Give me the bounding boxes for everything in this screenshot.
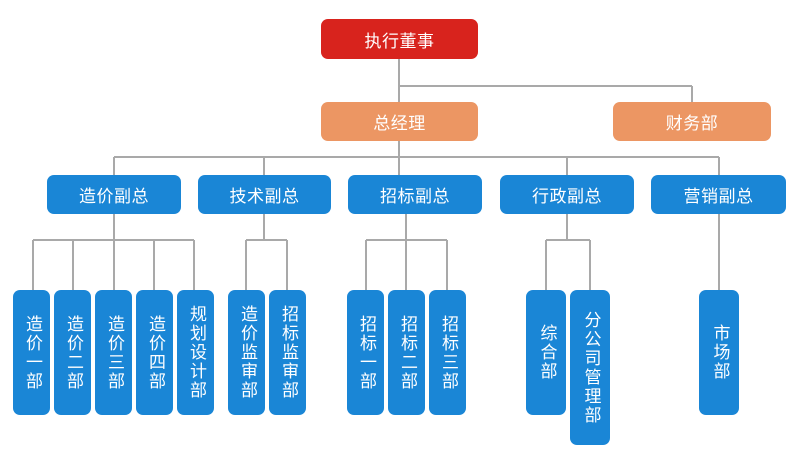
- node-label: 招标副总: [380, 187, 450, 207]
- node-branch-mgmt-dept: 分公司管理部: [570, 290, 610, 445]
- node-cost-audit-dept: 造价监审部: [228, 290, 265, 415]
- node-label: 市场部: [709, 324, 730, 381]
- node-executive-director: 执行董事: [321, 19, 478, 59]
- node-label: 造价三部: [104, 314, 124, 391]
- node-label: 造价二部: [63, 314, 83, 391]
- node-bid-dept-1: 招标一部: [347, 290, 384, 415]
- node-bid-audit-dept: 招标监审部: [269, 290, 306, 415]
- node-label: 营销副总: [683, 187, 754, 207]
- node-label: 造价一部: [22, 314, 42, 391]
- node-label: 招标三部: [438, 314, 458, 391]
- node-cost-dept-1: 造价一部: [13, 290, 50, 415]
- node-label: 分公司管理部: [580, 310, 601, 425]
- node-label: 造价监审部: [237, 305, 257, 400]
- node-cost-dept-4: 造价四部: [136, 290, 173, 415]
- node-admin-vp: 行政副总: [500, 175, 634, 214]
- node-label: 招标一部: [356, 314, 376, 391]
- node-bid-dept-3: 招标三部: [429, 290, 466, 415]
- node-cost-dept-3: 造价三部: [95, 290, 132, 415]
- node-label: 综合部: [536, 324, 557, 381]
- node-market-dept: 市场部: [699, 290, 739, 415]
- node-cost-dept-2: 造价二部: [54, 290, 91, 415]
- node-label: 造价副总: [79, 187, 149, 207]
- node-general-manager: 总经理: [321, 102, 478, 141]
- node-planning-design-dept: 规划设计部: [177, 290, 214, 415]
- node-sales-vp: 营销副总: [651, 175, 786, 214]
- node-tech-vp: 技术副总: [198, 175, 331, 214]
- node-general-dept: 综合部: [526, 290, 566, 415]
- node-finance-dept: 财务部: [613, 102, 771, 141]
- node-label: 招标二部: [397, 314, 417, 391]
- node-label: 规划设计部: [186, 305, 206, 400]
- node-label: 造价四部: [145, 314, 165, 391]
- node-label: 财务部: [665, 114, 719, 134]
- node-bid-vp: 招标副总: [348, 175, 482, 214]
- node-label: 技术副总: [229, 187, 300, 207]
- node-label: 执行董事: [364, 31, 435, 52]
- node-label: 总经理: [373, 114, 426, 134]
- node-label: 行政副总: [532, 187, 602, 207]
- node-label: 招标监审部: [278, 305, 298, 400]
- node-cost-vp: 造价副总: [47, 175, 181, 214]
- node-bid-dept-2: 招标二部: [388, 290, 425, 415]
